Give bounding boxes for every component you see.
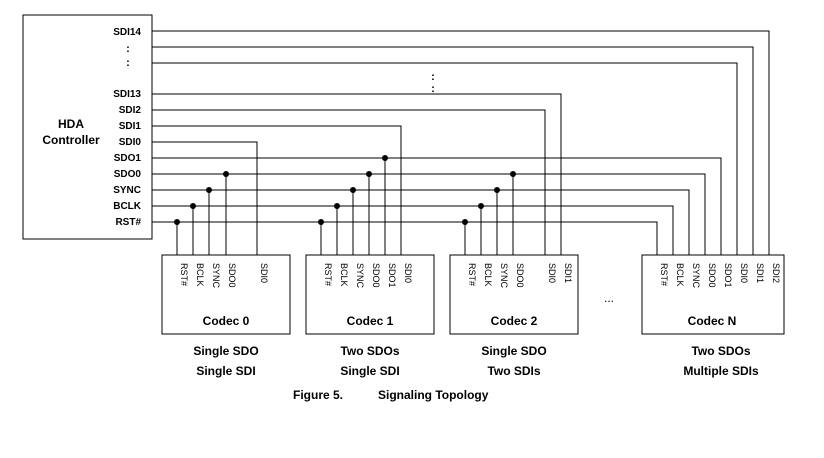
wire-sdi1	[152, 125, 402, 255]
controller-pin-sdi13: SDI13	[113, 89, 141, 100]
controller-title-line1: HDA	[58, 117, 84, 131]
junction-dot	[318, 219, 324, 225]
codec-n-pin: RST#	[659, 263, 669, 286]
codec-2-caption-line1: Single SDO	[481, 344, 546, 358]
wire-sdi14	[152, 30, 770, 255]
codec-0-name: Codec 0	[203, 314, 250, 328]
controller-title-line2: Controller	[42, 133, 100, 147]
codec-2-pin: BCLK	[483, 263, 493, 287]
junction-dot	[382, 155, 388, 161]
controller-pin-bclk: BCLK	[113, 201, 142, 212]
codec-2: RST# BCLK SYNC SDO0 SDI0 SDI1 Codec 2 Si…	[449, 254, 579, 378]
junction-dot	[462, 219, 468, 225]
wire-sdi13	[152, 93, 562, 255]
controller-ellipsis-1: :	[126, 43, 130, 55]
figure-number: Figure 5.	[293, 388, 343, 402]
codec-0-pin: SYNC	[211, 263, 221, 289]
codec-1: RST# BCLK SYNC SDO0 SDO1 SDI0 Codec 1 Tw…	[305, 254, 435, 378]
controller-pin-sdo1: SDO1	[114, 153, 142, 164]
junction-dot	[366, 171, 372, 177]
codec-1-pin: SYNC	[355, 263, 365, 289]
codec-1-pin: SDO1	[387, 263, 397, 288]
codec-n-caption-line1: Two SDOs	[691, 344, 750, 358]
codec-n: RST# BCLK SYNC SDO0 SDO1 SDI0 SDI1 SDI2 …	[641, 254, 785, 378]
controller-pin-sync: SYNC	[113, 185, 141, 196]
codec-2-pin: SDO0	[515, 263, 525, 288]
bus-wires	[152, 30, 770, 255]
codec-1-caption-line2: Single SDI	[340, 364, 399, 378]
junction-dots	[174, 155, 516, 225]
codec-n-pin: SYNC	[691, 263, 701, 289]
junction-dot	[478, 203, 484, 209]
wire-bclk	[152, 205, 674, 255]
wire-sdi2	[152, 109, 546, 255]
codec-n-pin: BCLK	[675, 263, 685, 287]
junction-dot	[334, 203, 340, 209]
codec-n-pin: SDI2	[771, 263, 781, 283]
wire-ellipsis-2: :	[431, 83, 435, 95]
controller-pin-sdi2: SDI2	[119, 105, 142, 116]
codec-n-pin: SDO0	[707, 263, 717, 288]
controller-pin-rst: RST#	[115, 217, 141, 228]
codec-1-pin: BCLK	[339, 263, 349, 287]
codec-0-box	[161, 254, 291, 335]
codec-0-pin: RST#	[179, 263, 189, 286]
junction-dot	[494, 187, 500, 193]
codec-2-pin: RST#	[467, 263, 477, 286]
codec-2-pin: SYNC	[499, 263, 509, 289]
figure-title: Signaling Topology	[378, 388, 489, 402]
wire-ellipsis-1: :	[431, 71, 435, 83]
controller-ellipsis-2: :	[126, 57, 130, 69]
wire-sdi-extra-2	[152, 62, 738, 255]
wire-rst	[152, 221, 658, 255]
junction-dot	[174, 219, 180, 225]
codec-2-pin: SDI0	[547, 263, 557, 283]
junction-dot	[510, 171, 516, 177]
codec-1-pin: SDI0	[403, 263, 413, 283]
wire-sdo0	[152, 173, 706, 255]
codec-2-name: Codec 2	[491, 314, 538, 328]
codec-0-pin: SDO0	[227, 263, 237, 288]
junction-dot	[350, 187, 356, 193]
wire-sdi-extra-1	[152, 46, 754, 255]
codec-1-box	[305, 254, 435, 335]
codec-2-pin: SDI1	[563, 263, 573, 283]
codec-0: RST# BCLK SYNC SDO0 SDI0 Codec 0 Single …	[161, 254, 291, 378]
wire-sync	[152, 189, 690, 255]
wire-sdo1	[152, 157, 722, 255]
codec-1-pin: RST#	[323, 263, 333, 286]
codec-n-pin: SDI1	[755, 263, 765, 283]
controller-pin-sdo0: SDO0	[114, 169, 142, 180]
codec-gap-ellipsis: ...	[604, 291, 614, 305]
codec-1-pin: SDO0	[371, 263, 381, 288]
codec-0-pin: SDI0	[259, 263, 269, 283]
codec-n-box	[641, 254, 785, 335]
junction-dot	[190, 203, 196, 209]
controller-pin-sdi1: SDI1	[119, 121, 142, 132]
controller-pin-sdi0: SDI0	[119, 137, 142, 148]
codec-0-pin: BCLK	[195, 263, 205, 287]
codec-n-caption-line2: Multiple SDIs	[683, 364, 759, 378]
codec-1-name: Codec 1	[347, 314, 394, 328]
codec-0-caption-line1: Single SDO	[193, 344, 258, 358]
junction-dot	[223, 171, 229, 177]
codec-2-box	[449, 254, 579, 335]
wire-sdi0	[152, 141, 258, 255]
codec-n-pin: SDI0	[739, 263, 749, 283]
codec-n-pin: SDO1	[723, 263, 733, 288]
codec-2-caption-line2: Two SDIs	[487, 364, 540, 378]
junction-dot	[206, 187, 212, 193]
codec-1-caption-line1: Two SDOs	[340, 344, 399, 358]
controller-pin-sdi14: SDI14	[113, 27, 141, 38]
hda-controller-box	[22, 14, 153, 240]
codec-0-caption-line2: Single SDI	[196, 364, 255, 378]
codec-n-name: Codec N	[688, 314, 737, 328]
